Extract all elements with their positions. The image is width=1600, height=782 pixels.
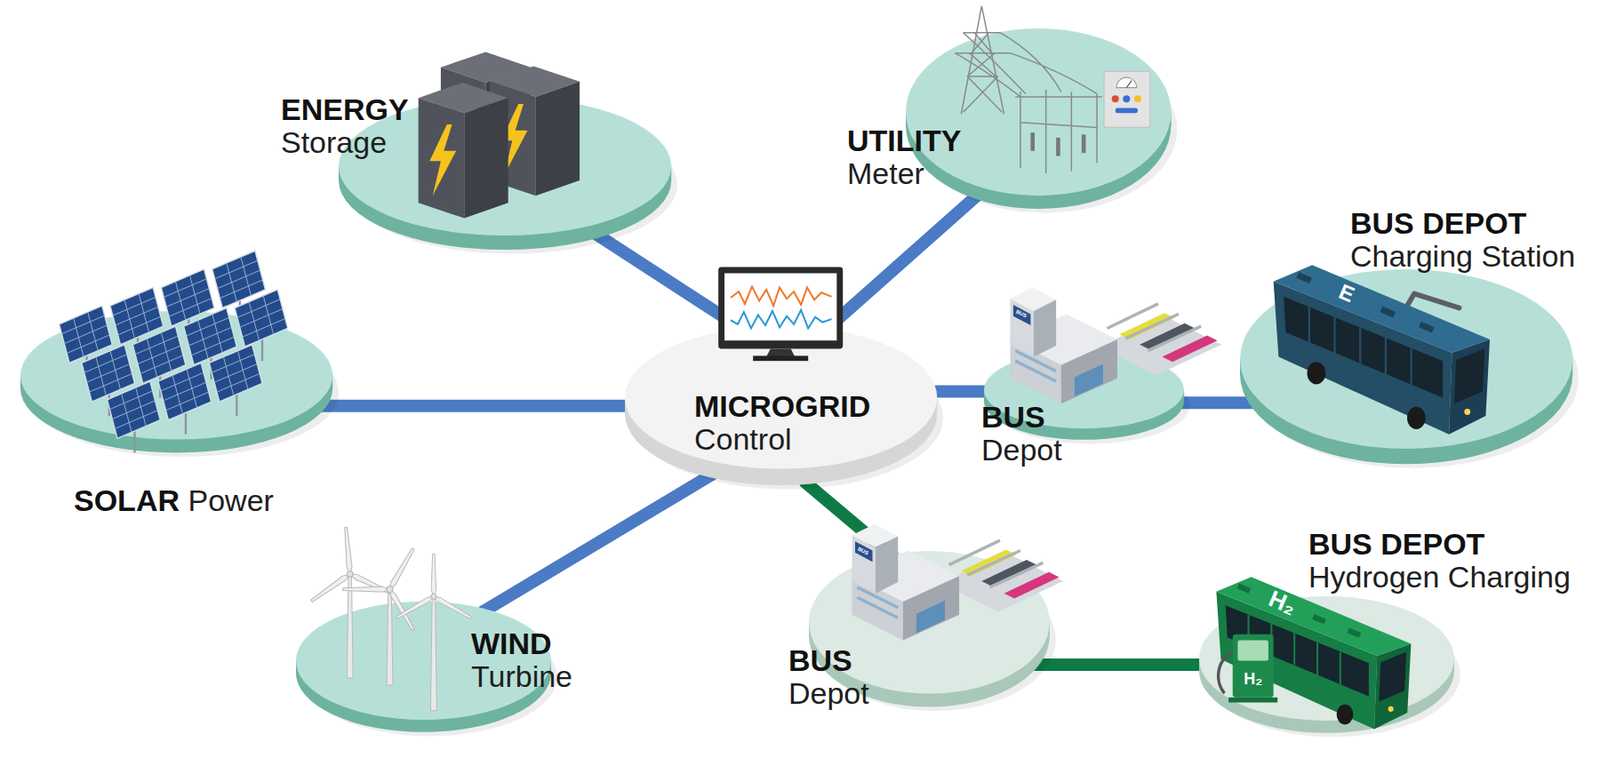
node-heading: UTILITY [847, 124, 961, 158]
node-label: MICROGRIDControl [694, 390, 871, 457]
connector-group [319, 195, 1256, 666]
node-subtitle: Charging Station [1350, 240, 1576, 273]
hydrogen-bus [1336, 704, 1354, 726]
node-label: SOLARPower [73, 484, 274, 518]
power-line [822, 195, 978, 334]
power-line [319, 400, 629, 413]
node-label: BUSDepot [981, 400, 1063, 468]
node-heading: BUS [788, 644, 870, 678]
platform-disc [20, 311, 333, 453]
platform-disc [1199, 596, 1455, 721]
power-line [1032, 658, 1203, 672]
platform-node: BUS DEPOTHydrogen Charging [1199, 596, 1455, 734]
node-heading: BUS [981, 400, 1063, 434]
monitor-icon [718, 267, 843, 362]
hydrogen-pump [1232, 634, 1274, 698]
wind-turbine [386, 589, 393, 686]
substation-insulator [1030, 132, 1035, 152]
hydrogen-bus [1236, 583, 1251, 593]
meter-panel [1116, 77, 1137, 88]
node-heading: WIND [471, 627, 573, 661]
power-line [481, 473, 713, 613]
platform-node: ENERGYStorage [338, 96, 672, 250]
storage-cabinet [429, 124, 456, 196]
node-label: BUSDepot [788, 644, 870, 712]
platform-disc [624, 326, 937, 470]
monitor-icon [730, 310, 832, 329]
node-label: WINDTurbine [471, 627, 573, 695]
hydrogen-bus [1346, 627, 1361, 638]
node-subtitle: Depot [981, 433, 1063, 467]
storage-cabinet [418, 97, 465, 218]
hydrogen-bus [1225, 605, 1369, 696]
platform-disc [1199, 596, 1455, 734]
pump-symbol-text: H₂ [1243, 671, 1263, 688]
node-subtitle: Hydrogen Charging [1308, 560, 1571, 594]
wind-turbine [430, 596, 437, 712]
platform-disc [905, 28, 1171, 209]
node-heading: MICROGRID [694, 390, 871, 424]
monitor-icon [766, 348, 795, 357]
platform-disc [20, 311, 333, 440]
node-subtitle: Control [694, 423, 871, 456]
electric-bus [1407, 407, 1426, 430]
node-heading: BUS DEPOT [1308, 528, 1571, 561]
node-label: UTILITYMeter [847, 124, 961, 192]
substation-insulator [1056, 137, 1061, 157]
meter-panel [1115, 108, 1138, 114]
node-label: ENERGYStorage [280, 93, 409, 160]
node-subtitle: Power [188, 484, 274, 518]
hydrogen-bus [1388, 706, 1394, 712]
meter-panel [1122, 95, 1130, 103]
hydrogen-bus [1378, 652, 1407, 703]
power-line [930, 385, 988, 399]
node-subtitle: Depot [788, 677, 870, 711]
platform-node: BUS DEPOTCharging Station [1240, 269, 1573, 464]
node-heading: ENERGY [280, 93, 409, 127]
electric-bus [1296, 272, 1312, 284]
platform-node: UTILITYMeter [905, 28, 1171, 209]
electric-bus [1307, 361, 1327, 384]
meter-panel [1112, 95, 1120, 103]
node-label: BUS DEPOTCharging Station [1350, 207, 1576, 274]
storage-cabinet [536, 81, 580, 197]
hydrogen-pump [1228, 697, 1278, 704]
substation-insulator [1081, 134, 1087, 153]
platform-node: MICROGRIDControl [624, 326, 937, 486]
platform-disc [905, 28, 1171, 196]
platform-node: BUSDepot [808, 551, 1050, 708]
node-heading: SOLAR [73, 484, 180, 518]
meter-panel [1134, 95, 1142, 103]
electric-bus [1418, 321, 1434, 334]
monitor-icon [718, 267, 843, 350]
power-line [1178, 396, 1256, 409]
label-holder: H₂ [1243, 671, 1263, 688]
node-subtitle: Turbine [471, 660, 573, 694]
electric-bus [1379, 306, 1395, 319]
electric-bus [1454, 348, 1485, 404]
node-subtitle: Storage [280, 126, 409, 160]
meter-panel [1104, 71, 1151, 128]
bus-depot-building [852, 288, 1223, 641]
hydrogen-bus [1312, 614, 1327, 624]
platform-node: BUSDepot [984, 351, 1184, 440]
platform-disc [1240, 269, 1573, 464]
storage-cabinet [464, 97, 508, 218]
monitor-icon [752, 355, 808, 361]
platform-node: SOLARPower [20, 311, 333, 453]
meter-panel [1126, 80, 1132, 88]
node-label: BUS DEPOTHydrogen Charging [1308, 528, 1571, 595]
node-heading: BUS DEPOT [1350, 207, 1576, 240]
hydrogen-pump [1237, 640, 1268, 662]
monitor-icon [724, 272, 837, 341]
electric-bus [1464, 408, 1471, 416]
meter-panel [1104, 71, 1151, 128]
wind-turbine [395, 553, 472, 620]
platform-disc [1240, 269, 1573, 449]
monitor-icon [730, 286, 832, 306]
node-subtitle: Meter [847, 157, 961, 191]
platform-node: WINDTurbine [296, 601, 552, 733]
